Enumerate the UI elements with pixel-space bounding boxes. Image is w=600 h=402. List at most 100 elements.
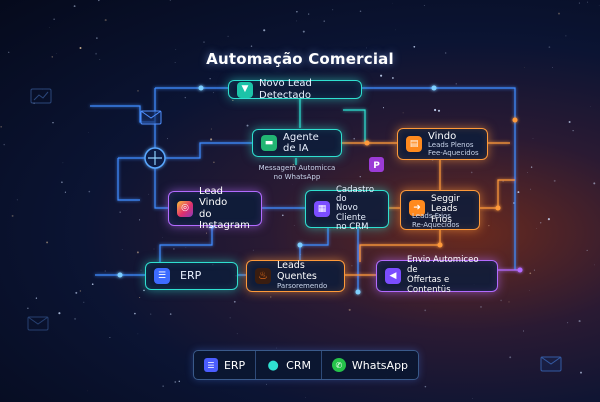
star — [53, 18, 55, 20]
line-cadastro-to-quentes — [299, 228, 329, 262]
seggir-note: Leads Frios Re-Aquecidos — [412, 212, 478, 230]
node-label: no CRM — [336, 222, 369, 233]
user-icon: ● — [267, 357, 279, 373]
node-agente-ia[interactable]: ▬ Agente de IA — [252, 129, 342, 157]
badge-icon: P — [369, 157, 384, 172]
node-seggir[interactable]: ➜ Seggir Leads Frios — [400, 190, 480, 230]
star — [3, 143, 5, 146]
hub-icon — [144, 147, 166, 169]
chat-icon: ▬ — [261, 135, 277, 151]
star — [79, 47, 82, 49]
node-label: do Instagram — [199, 208, 250, 232]
star — [508, 301, 510, 303]
star — [455, 83, 457, 85]
line-hub-down — [117, 158, 140, 201]
star — [8, 51, 10, 53]
star — [136, 251, 139, 254]
star — [227, 35, 229, 38]
node-label: Seggir — [431, 194, 460, 204]
star — [502, 180, 504, 182]
agente-note: Messagem Automicca no WhatsApp — [255, 164, 339, 182]
star — [139, 297, 141, 298]
node-label: Envio Automiceo de — [407, 255, 479, 276]
star — [83, 301, 85, 303]
star — [233, 300, 236, 303]
star — [567, 322, 569, 324]
grid-icon: ▦ — [314, 201, 330, 217]
node-envio[interactable]: ◀ Envio Automiceo de Offertas e Contentü… — [376, 256, 498, 295]
line-agente-right — [343, 109, 366, 143]
node-label: ERP — [180, 268, 202, 282]
clipboard-icon: ▤ — [406, 136, 422, 152]
node-novo-lead[interactable]: ▼ Novo Lead Detectado — [228, 78, 362, 101]
integration-whatsapp[interactable]: ✆ WhatsApp — [322, 351, 418, 379]
node-lead-instagram[interactable]: ◎ Lead Vindo do Instagram — [168, 186, 262, 231]
node-leads-quentes[interactable]: ♨ Leads Quentes Parsoremendo — [246, 260, 345, 292]
star — [517, 191, 520, 194]
integration-erp[interactable]: ☰ ERP — [194, 351, 257, 379]
star — [529, 272, 532, 275]
funnel-icon: ▼ — [237, 81, 253, 98]
star — [184, 96, 186, 99]
integration-crm[interactable]: ● CRM — [256, 351, 322, 379]
node-cadastro[interactable]: ▦ Cadastro do Novo Cliente no CRM — [305, 185, 389, 232]
star — [532, 138, 534, 139]
star — [402, 112, 404, 114]
star — [380, 74, 383, 77]
star — [263, 29, 266, 32]
erp-icon: ☰ — [154, 268, 170, 284]
line-insta-to-erp — [159, 226, 213, 262]
star — [382, 107, 385, 109]
integration-label: CRM — [286, 358, 311, 372]
star — [226, 59, 228, 61]
star — [0, 126, 2, 128]
star — [509, 356, 512, 359]
star — [88, 132, 89, 133]
star — [99, 59, 101, 61]
star — [35, 297, 38, 299]
star — [62, 162, 64, 164]
star — [589, 106, 591, 107]
node-label: Novo Cliente — [336, 203, 366, 223]
star — [529, 289, 530, 291]
chart-window-icon — [30, 88, 52, 104]
junction-dot — [355, 289, 361, 295]
star — [366, 47, 368, 49]
star — [252, 249, 254, 251]
star — [209, 78, 211, 80]
star — [109, 337, 111, 339]
star — [173, 248, 175, 250]
integrations-bar: ☰ ERP ● CRM ✆ WhatsApp — [193, 350, 419, 380]
star — [49, 27, 51, 28]
erp-icon: ☰ — [203, 358, 218, 372]
star — [169, 0, 171, 1]
star — [137, 333, 139, 335]
junction-dot — [117, 272, 123, 278]
connectors — [90, 87, 520, 292]
star — [121, 248, 123, 250]
star — [536, 228, 537, 229]
node-sub: Parsoremendo — [277, 282, 328, 291]
node-erp[interactable]: ☰ ERP — [145, 262, 238, 290]
star — [281, 214, 284, 217]
star — [213, 161, 215, 164]
star — [104, 270, 106, 272]
star — [104, 19, 107, 22]
junction-dot — [512, 117, 518, 123]
junction-dot — [495, 205, 501, 211]
star — [530, 188, 531, 190]
mail-icon — [27, 316, 49, 331]
star — [351, 265, 353, 267]
diagram-title: Automação Comercial — [206, 50, 394, 68]
star — [293, 225, 295, 226]
node-label: Offertas e Contentüs — [407, 275, 451, 295]
star — [266, 383, 267, 385]
junction-dot — [198, 85, 204, 91]
star — [300, 253, 302, 255]
node-label: Leads Frios — [431, 204, 458, 225]
star — [500, 299, 502, 302]
integration-label: ERP — [223, 358, 246, 372]
junction-dot — [431, 85, 437, 91]
node-vindo[interactable]: ▤ Vindo Leads Plenos Fee-Aquecidos — [397, 128, 488, 160]
